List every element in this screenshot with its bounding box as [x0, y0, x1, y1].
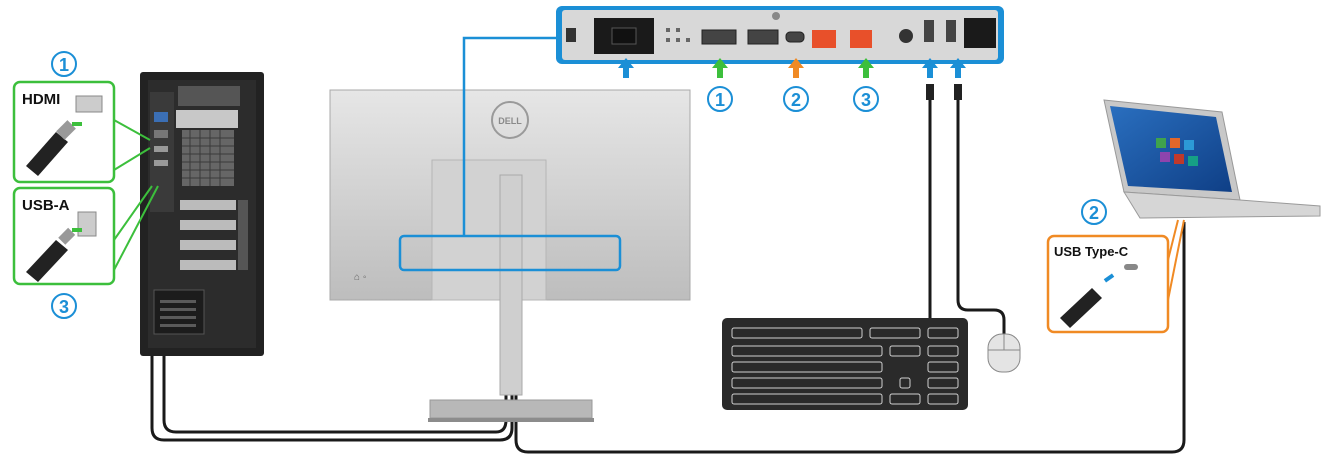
usb-a-label: USB-A	[22, 197, 70, 214]
callout-panel-usbc: 2	[791, 90, 801, 110]
monitor-stand-neck	[500, 175, 522, 395]
panel-dp-port	[748, 30, 778, 44]
callout-pc-usb-a: 3	[59, 297, 69, 317]
monitor-mount-plate	[432, 160, 546, 300]
monitor-logo: DELL	[498, 116, 522, 126]
panel-usbc-port	[786, 32, 804, 42]
desktop-pc	[140, 72, 264, 356]
callout-panel-usb-up: 3	[861, 90, 871, 110]
callout-pc-hdmi: 1	[59, 55, 69, 75]
hdmi-label: HDMI	[22, 91, 60, 108]
laptop-usbc-callout: USB Type-C	[1048, 220, 1184, 332]
panel-screw	[772, 12, 780, 20]
pc-expansion-slot	[176, 110, 238, 128]
callout-panel-hdmi: 1	[715, 90, 725, 110]
pc-power-supply	[154, 290, 204, 334]
laptop-screen	[1110, 106, 1232, 192]
panel-lock-slot	[566, 28, 576, 42]
callout-laptop-usbc: 2	[1089, 203, 1099, 223]
pc-usb-a-callout: USB-A 3	[14, 186, 158, 318]
laptop: 2	[1082, 100, 1320, 224]
panel-red-port-a	[812, 30, 836, 48]
pc-hdmi-callout: 1 HDMI	[14, 52, 150, 182]
panel-red-port-b	[850, 30, 872, 48]
monitor: DELL ⌂ ◦	[330, 90, 690, 422]
pc-top-vent	[178, 86, 240, 106]
pc-card-bracket	[238, 200, 248, 270]
panel-callouts: 1 2 3	[708, 87, 878, 111]
panel-audio-jack	[899, 29, 913, 43]
panel-ac-port	[964, 18, 996, 48]
rear-io-panel	[556, 6, 1004, 64]
usbc-label: USB Type-C	[1054, 244, 1129, 259]
panel-hdmi-port	[702, 30, 736, 44]
monitor-stand-base	[430, 400, 592, 418]
panel-usb-down-2	[946, 20, 956, 42]
monitor-button-glyphs: ⌂ ◦	[354, 272, 366, 283]
panel-usb-down-1	[924, 20, 934, 42]
cable-pc-hdmi	[152, 352, 512, 440]
mouse	[988, 334, 1020, 372]
keyboard	[722, 318, 968, 410]
cable-mouse	[958, 98, 1004, 334]
